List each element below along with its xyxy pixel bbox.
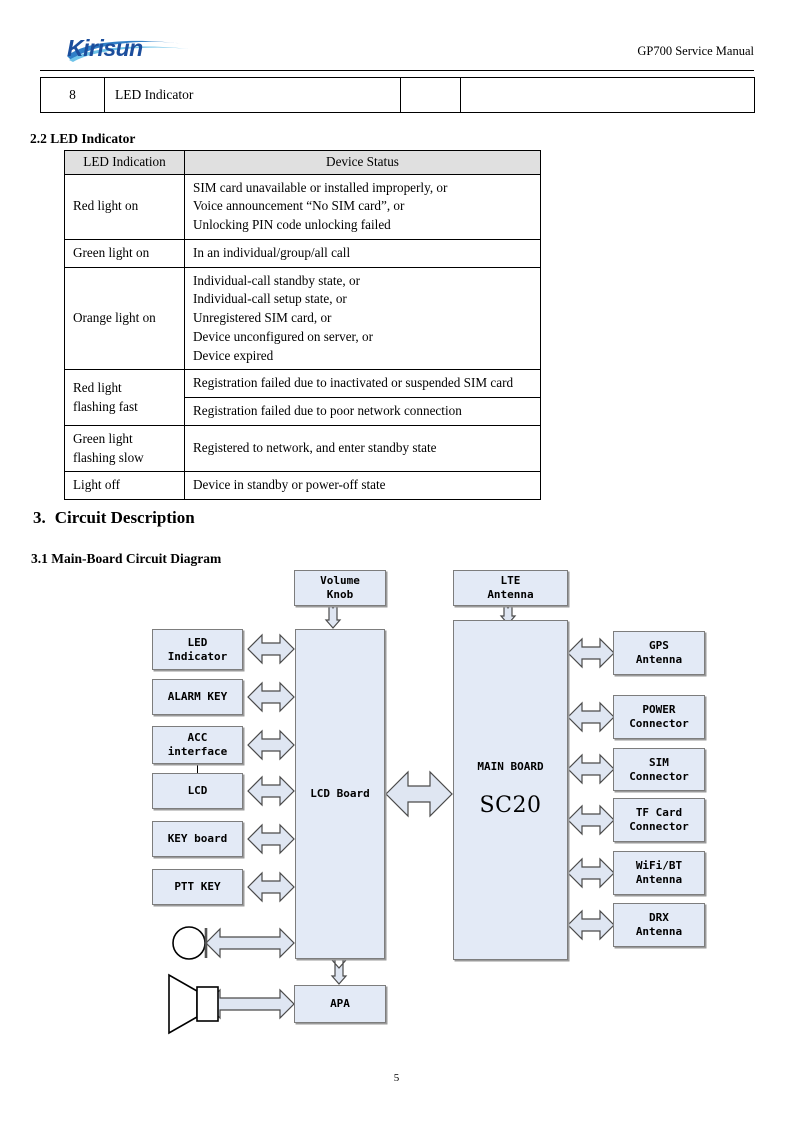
part-remark-cell — [460, 77, 755, 113]
block-sim-connector[interactable]: SIM Connector — [613, 748, 705, 791]
led-indicator-table: LED Indication Device Status Red light o… — [64, 150, 541, 501]
device-status-cell: Registered to network, and enter standby… — [184, 424, 541, 473]
led-indication-cell: Orange light on — [64, 266, 185, 371]
device-status-cell: Individual-call standby state, or Indivi… — [184, 266, 541, 371]
diagram-arrows — [168, 599, 615, 1035]
device-status-cell: Device in standby or power-off state — [184, 471, 541, 501]
table-row: Red light flashing fast Registration fai… — [64, 369, 541, 426]
table-row: 8 LED Indicator — [40, 77, 755, 113]
table-row: Light off Device in standby or power-off… — [64, 471, 541, 501]
section-3-title: Circuit Description — [54, 508, 195, 527]
block-lte-antenna[interactable]: LTE Antenna — [453, 570, 568, 606]
block-drx-antenna[interactable]: DRX Antenna — [613, 903, 705, 947]
main-board-chip-label: SC20 — [479, 793, 542, 819]
block-led-indicator[interactable]: LED Indicator — [152, 629, 243, 670]
kirisun-logo: Kirisun — [65, 36, 205, 66]
device-status-cell: Registration failed due to inactivated o… — [184, 369, 541, 399]
kirisun-swoosh-icon — [67, 40, 189, 62]
block-volume-knob[interactable]: Volume Knob — [294, 570, 386, 606]
led-indication-cell: Green light on — [64, 238, 185, 268]
device-status-cell: In an individual/group/all call — [184, 238, 541, 268]
parts-continuation-table: 8 LED Indicator — [40, 77, 755, 113]
acc-lcd-connector-line — [197, 763, 198, 773]
section-3-number: 3. — [33, 508, 46, 527]
manual-title: GP700 Service Manual — [637, 44, 754, 58]
microphone-icon — [172, 926, 208, 960]
led-indication-cell: Red light flashing fast — [64, 369, 185, 426]
led-indication-cell: Green light flashing slow — [64, 424, 185, 473]
block-lcd-board[interactable]: LCD Board — [295, 629, 385, 959]
table-row: Green light on In an individual/group/al… — [64, 238, 541, 268]
page-header: Kirisun GP700 Service Manual — [40, 36, 754, 72]
section-heading-2-2: 2.2 LED Indicator — [30, 131, 136, 146]
header-divider — [40, 70, 754, 71]
part-qty-cell — [400, 77, 461, 113]
part-name-cell: LED Indicator — [104, 77, 401, 113]
col-header-led-indication: LED Indication — [64, 150, 185, 175]
block-power-connector[interactable]: POWER Connector — [613, 695, 705, 739]
device-status-cell: Registration failed due to poor network … — [184, 397, 541, 426]
block-apa[interactable]: APA — [294, 985, 386, 1023]
block-alarm-key[interactable]: ALARM KEY — [152, 679, 243, 715]
main-board-circuit-diagram: Volume Knob LTE Antenna LED Indicator AL… — [0, 560, 793, 1060]
device-status-cell: SIM card unavailable or installed improp… — [184, 173, 541, 240]
part-number-cell: 8 — [40, 77, 105, 113]
led-indication-cell: Light off — [64, 471, 185, 501]
kirisun-logo-text: Kirisun — [67, 35, 143, 61]
block-key-board[interactable]: KEY board — [152, 821, 243, 857]
col-header-device-status: Device Status — [184, 150, 541, 175]
led-indication-cell: Red light on — [64, 173, 185, 240]
block-lcd[interactable]: LCD — [152, 773, 243, 809]
block-gps-antenna[interactable]: GPS Antenna — [613, 631, 705, 675]
table-row: Registration failed due to poor network … — [65, 397, 541, 426]
table-header-row: LED Indication Device Status — [64, 150, 541, 175]
section-heading-3: 3. Circuit Description — [33, 508, 195, 528]
block-acc-interface[interactable]: ACC interface — [152, 726, 243, 764]
table-row: Red light on SIM card unavailable or ins… — [64, 173, 541, 240]
section-heading-3-1: 3.1 Main-Board Circuit Diagram — [31, 551, 222, 566]
block-tf-card-connector[interactable]: TF Card Connector — [613, 798, 705, 842]
block-wifi-bt-antenna[interactable]: WiFi/BT Antenna — [613, 851, 705, 895]
table-row: Green light flashing slow Registered to … — [64, 424, 541, 473]
table-row: Orange light on Individual-call standby … — [64, 266, 541, 371]
block-ptt-key[interactable]: PTT KEY — [152, 869, 243, 905]
main-board-label: MAIN BOARD — [477, 760, 544, 774]
speaker-icon — [168, 973, 219, 1035]
page-number: 5 — [393, 1072, 400, 1084]
block-main-board[interactable]: MAIN BOARD SC20 — [453, 620, 568, 960]
